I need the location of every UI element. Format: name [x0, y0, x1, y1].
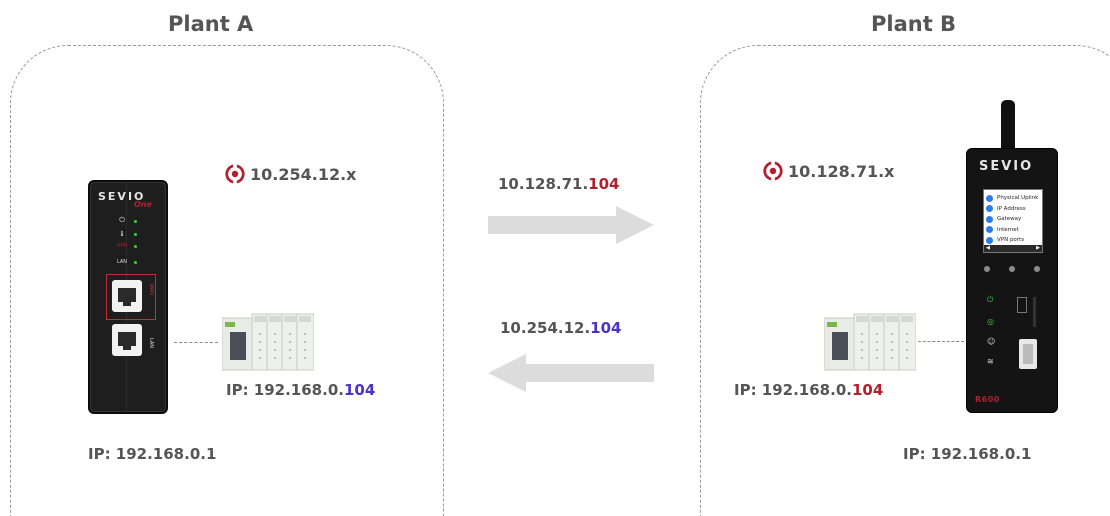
r600-button-right[interactable]	[1034, 266, 1040, 272]
sevio-one-brand: SEVIO	[98, 190, 146, 203]
plant-a-title: Plant A	[168, 12, 254, 36]
plant-a-plc-ip-prefix: IP: 192.168.0.	[226, 381, 344, 399]
screen-nav-bar: ◀▶	[984, 245, 1042, 252]
plant-b-plc-ip-prefix: IP: 192.168.0.	[734, 381, 852, 399]
screen-item: Gateway	[984, 214, 1042, 225]
plant-b-boundary	[700, 45, 1110, 516]
plant-a-gateway-ip: IP: 192.168.0.1	[88, 445, 217, 463]
screen-item: Physical Uplink	[984, 193, 1042, 204]
usb-port	[1019, 339, 1037, 369]
wan-port-highlight	[106, 274, 156, 320]
plant-b-plc-ip: IP: 192.168.0.104	[734, 381, 883, 399]
plant-a-vpn-ip: 10.254.12.x	[250, 164, 357, 184]
backward-link-ip-suffix: 104	[590, 319, 622, 337]
vpn-led	[134, 245, 137, 248]
r600-model-badge: R600	[975, 395, 1000, 404]
forward-link-ip-suffix: 104	[588, 175, 620, 193]
power-led	[134, 220, 137, 223]
plant-b-vpn-subnet: 10.128.71.x	[762, 160, 894, 182]
wan-port-label: WAN	[147, 283, 154, 295]
plant-b-gateway-ip: IP: 192.168.0.1	[903, 445, 1032, 463]
plc-icon	[221, 313, 315, 371]
plant-a-plc-ip-suffix: 104	[343, 381, 376, 399]
r600-power-icon: ⏻	[987, 295, 994, 304]
sim-slot-icon	[1017, 297, 1027, 313]
lan-port-label: LAN	[148, 337, 155, 349]
plant-b-vpn-ip: 10.128.71.x	[788, 161, 895, 181]
forward-arrow-icon	[488, 206, 654, 244]
plant-a-plc-ip: IP: 192.168.0.104	[226, 381, 375, 399]
plant-a-vpn-subnet: 10.254.12.x	[224, 163, 356, 185]
sevio-target-icon	[225, 163, 245, 185]
plant-b-cable	[918, 341, 964, 342]
plc-icon	[823, 313, 917, 371]
r600-vpn-icon: ◎	[987, 317, 994, 326]
plant-a-plc	[221, 312, 315, 374]
plant-a-boundary	[10, 45, 444, 516]
power-led-label: ⏻	[119, 216, 125, 224]
info-led	[134, 233, 137, 236]
wan-port	[112, 280, 142, 312]
screen-item: Internet	[984, 225, 1042, 236]
r600-wifi-icon: ≋	[987, 357, 994, 366]
r600-brand: SEVIO	[979, 159, 1034, 174]
r600-screen: Physical Uplink IP Address Gateway Inter…	[983, 189, 1043, 253]
sevio-one-model: One	[134, 200, 152, 209]
r600-button-center[interactable]	[1009, 266, 1015, 272]
sd-slot	[1033, 297, 1036, 327]
forward-link-ip: 10.128.71.104	[498, 175, 619, 193]
r600-device: SEVIO Physical Uplink IP Address Gateway…	[966, 148, 1058, 413]
plant-b-plc-ip-suffix: 104	[851, 381, 884, 399]
screen-item: IP Address	[984, 204, 1042, 215]
backward-link-ip-prefix: 10.254.12.	[500, 319, 591, 337]
r600-user-icon: ☺	[987, 337, 996, 346]
r600-button-left[interactable]	[984, 266, 990, 272]
forward-link-ip-prefix: 10.128.71.	[498, 175, 589, 193]
vpn-led-label: VPN	[116, 243, 128, 249]
sevio-one-device: SEVIO One ⏻ ℹ VPN LAN WAN LAN	[88, 180, 168, 414]
backward-arrow-icon	[488, 354, 654, 392]
backward-link-ip: 10.254.12.104	[500, 319, 621, 337]
plant-b-plc	[823, 312, 917, 374]
lan-led	[134, 261, 137, 264]
sevio-target-icon	[763, 160, 783, 182]
plant-b-title: Plant B	[871, 12, 957, 36]
lan-port	[112, 324, 142, 356]
screen-item: VPN ports	[984, 235, 1042, 246]
plant-a-cable	[174, 342, 218, 343]
lan-led-label: LAN	[116, 259, 128, 265]
antenna	[1001, 100, 1015, 150]
info-led-label: ℹ	[120, 230, 124, 238]
